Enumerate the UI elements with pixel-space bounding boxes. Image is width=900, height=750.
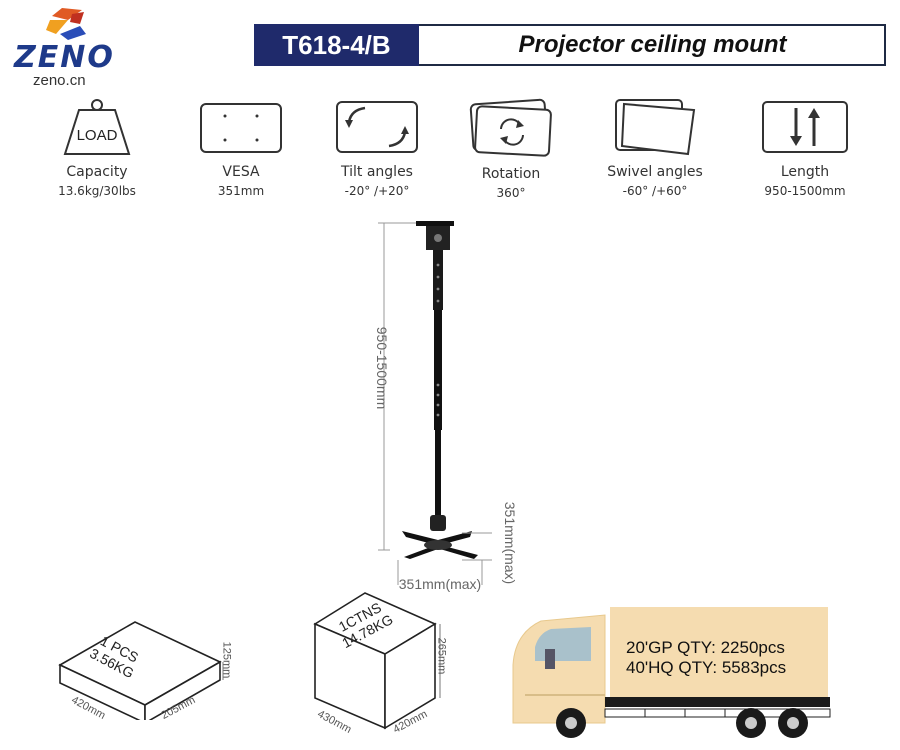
tilt-arrows-icon: [336, 101, 418, 153]
brand-url: zeno.cn: [33, 72, 86, 89]
brand-name: ZENO: [14, 40, 115, 75]
gp20-quantity: 20'GP QTY: 2250pcs: [626, 638, 785, 657]
height-dimension-label: 351mm(max): [502, 501, 518, 585]
carton-height: 265mm: [435, 637, 448, 675]
width-dimension-label: 351mm(max): [398, 576, 482, 592]
hq40-quantity: 40'HQ QTY: 5583pcs: [626, 658, 787, 677]
spec-vesa: VESA 351mm: [176, 98, 306, 198]
inner-box-height: 125mm: [220, 641, 233, 679]
ceiling-mount-drawing: [378, 221, 492, 585]
spec-label: VESA: [222, 164, 260, 180]
spec-rotation: Rotation 360°: [446, 98, 576, 200]
spec-label: Rotation: [481, 166, 541, 182]
zeno-logo: [10, 6, 130, 94]
spec-capacity: LOAD Capacity 13.6kg/30lbs: [32, 98, 162, 198]
vesa-plate-icon: [200, 103, 282, 153]
model-number: T618-4/B: [254, 24, 419, 66]
spec-value: 351mm: [217, 184, 265, 198]
swivel-icon: [615, 99, 696, 156]
spec-label: Capacity: [66, 164, 128, 180]
spec-label: Length: [780, 164, 830, 180]
inner-box-drawing: [58, 621, 224, 720]
spec-value: -20° /+20°: [344, 184, 410, 198]
spec-swivel: Swivel angles -60° /+60°: [590, 98, 720, 198]
spec-tilt: Tilt angles -20° /+20°: [312, 98, 442, 198]
rotation-icon: [469, 98, 552, 157]
spec-label: Tilt angles: [341, 164, 413, 180]
carton-drawing: [313, 592, 441, 730]
spec-label: Swivel angles: [607, 164, 703, 180]
zeno-logo-mark-icon: [46, 8, 86, 40]
spec-value: 360°: [496, 186, 526, 200]
length-dimension-label: 950-1500mm: [374, 326, 390, 410]
spec-value: 13.6kg/30lbs: [58, 184, 136, 198]
spec-value: -60° /+60°: [622, 184, 688, 198]
spec-length: Length 950-1500mm: [740, 98, 870, 198]
svg-text:LOAD: LOAD: [77, 127, 118, 144]
spec-value: 950-1500mm: [764, 184, 846, 198]
load-weight-icon: LOAD: [63, 99, 131, 155]
product-title: Projector ceiling mount: [518, 31, 787, 58]
shipping-truck-drawing: [512, 607, 831, 738]
shipping-quantities: 20'GP QTY: 2250pcs 40'HQ QTY: 5583pcs: [626, 638, 786, 678]
length-arrows-icon: [762, 101, 848, 153]
